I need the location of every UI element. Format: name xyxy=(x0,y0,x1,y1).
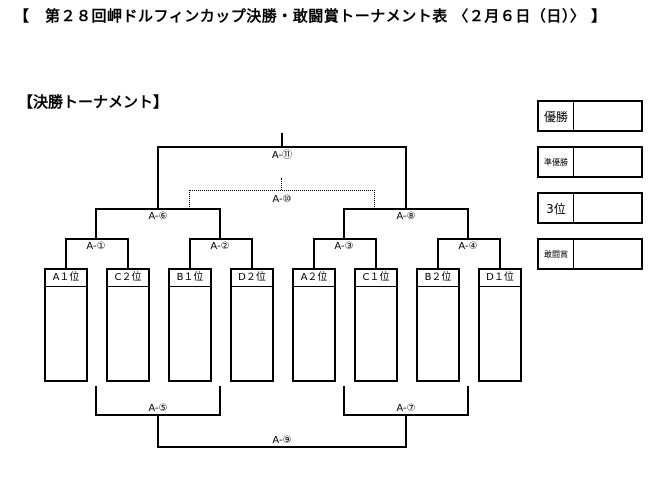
team-name: D１位 xyxy=(480,270,520,287)
team-name: B１位 xyxy=(170,270,210,287)
match-label-11: A-⑪ xyxy=(270,150,294,161)
team-box: C１位 xyxy=(354,268,398,382)
match-label-10: A-⑩ xyxy=(271,194,293,205)
match-label-8: A-⑧ xyxy=(395,211,417,222)
match-label-9: A-⑨ xyxy=(271,435,293,446)
match-label-5: A-⑤ xyxy=(147,403,169,414)
team-name: A２位 xyxy=(294,270,334,287)
result-label: 敢闘賞 xyxy=(539,240,574,268)
team-box: A２位 xyxy=(292,268,336,382)
match-label-6: A-⑥ xyxy=(147,211,169,222)
page-title: 【 第２８回岬ドルフィンカップ決勝・敢闘賞トーナメント表 〈２月６日（日）〉 】 xyxy=(14,7,607,25)
match-label-4: A-④ xyxy=(457,241,479,252)
team-box: D１位 xyxy=(478,268,522,382)
team-box: D２位 xyxy=(230,268,274,382)
team-name: B２位 xyxy=(418,270,458,287)
team-box: B２位 xyxy=(416,268,460,382)
result-box-champion: 優勝 xyxy=(537,100,643,132)
result-box-third: 3位 xyxy=(537,192,643,224)
match-label-7: A-⑦ xyxy=(395,403,417,414)
team-box: A１位 xyxy=(44,268,88,382)
match-label-3: A-③ xyxy=(333,241,355,252)
team-name: C１位 xyxy=(356,270,396,287)
team-box: C２位 xyxy=(106,268,150,382)
result-label: 優勝 xyxy=(539,102,574,130)
match-label-2: A-② xyxy=(209,241,231,252)
result-label: 3位 xyxy=(539,194,574,222)
team-name: C２位 xyxy=(108,270,148,287)
result-box-runner-up: 準優勝 xyxy=(537,146,643,178)
section-title: 【決勝トーナメント】 xyxy=(18,93,169,111)
result-box-fighting-spirit: 敢闘賞 xyxy=(537,238,643,270)
result-label: 準優勝 xyxy=(539,148,574,176)
team-name: D２位 xyxy=(232,270,272,287)
match-label-1: A-① xyxy=(85,241,107,252)
team-box: B１位 xyxy=(168,268,212,382)
team-name: A１位 xyxy=(46,270,86,287)
